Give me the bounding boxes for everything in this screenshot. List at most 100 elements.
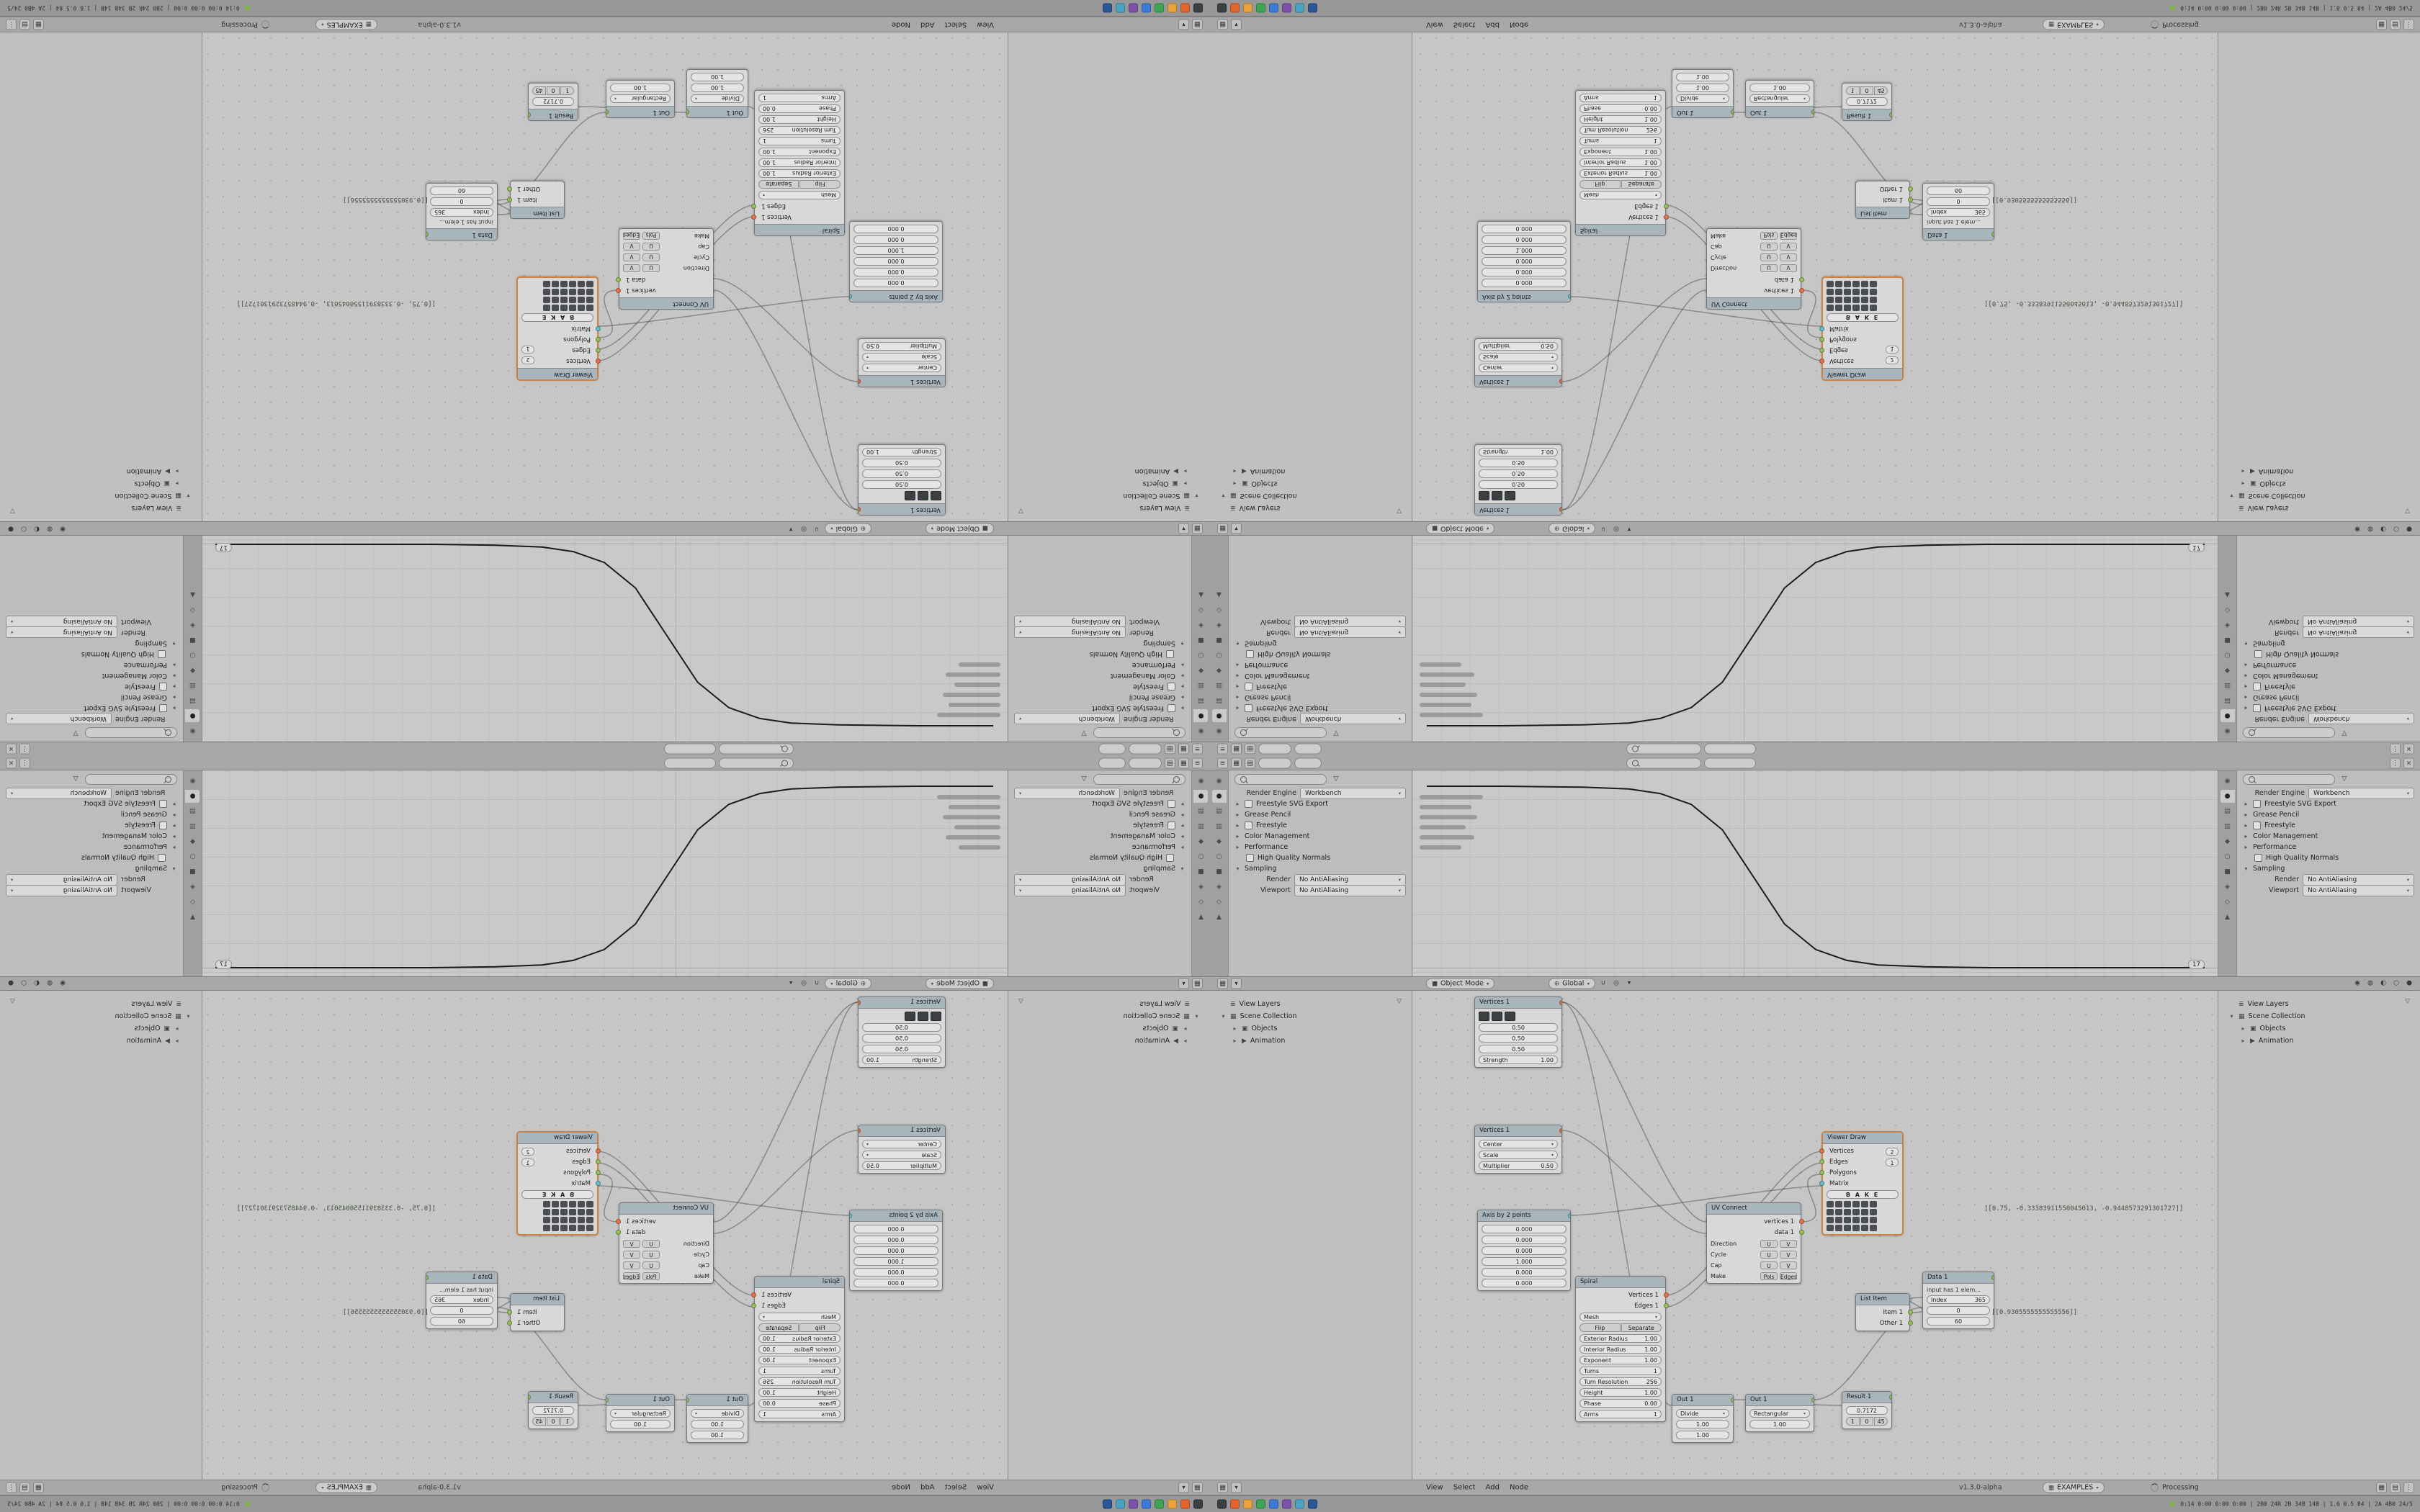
snap-menu-icon[interactable]: ▾: [789, 979, 793, 987]
socket-value[interactable]: 2: [521, 356, 534, 365]
value-field[interactable]: 0.7172: [1846, 97, 1888, 106]
output-socket[interactable]: [507, 1310, 512, 1315]
expand-arrow-icon[interactable]: ▸: [1233, 480, 1237, 487]
checkbox-freestyle-svg-export[interactable]: [159, 800, 167, 808]
display-toggle[interactable]: [1870, 1217, 1877, 1223]
display-toggle[interactable]: [586, 1201, 593, 1207]
value-field[interactable]: 0.000: [853, 225, 938, 233]
proportional-editing-icon[interactable]: ◎: [1613, 525, 1619, 533]
value-field[interactable]: 0.000: [1482, 1236, 1567, 1244]
section-label[interactable]: Performance: [123, 661, 167, 669]
display-toggle[interactable]: [1844, 1225, 1851, 1231]
node-title[interactable]: List Item: [1856, 207, 1909, 218]
expand-arrow-icon[interactable]: ▸: [1233, 1038, 1237, 1044]
app-browser-icon[interactable]: [1180, 3, 1190, 13]
section-label[interactable]: Performance: [1131, 843, 1175, 851]
properties-search-input[interactable]: [2243, 774, 2335, 785]
expand-arrow-icon[interactable]: ▸: [172, 833, 176, 840]
app-browser-icon[interactable]: [1230, 3, 1240, 13]
shading-solid-icon[interactable]: ●: [2406, 525, 2412, 533]
dropdown-divide[interactable]: Divide▾: [1676, 1409, 1729, 1418]
properties-tab-tool[interactable]: ◉: [2220, 775, 2235, 788]
value-field[interactable]: 0.000: [853, 257, 938, 266]
display-toggle[interactable]: [1827, 297, 1834, 303]
node-editor-icon[interactable]: ▦: [1217, 19, 1228, 30]
dropdown-mesh[interactable]: Mesh▾: [758, 1313, 841, 1321]
display-toggle[interactable]: [569, 1201, 576, 1207]
expand-arrow-icon[interactable]: ▾: [187, 1013, 190, 1020]
menu-node[interactable]: Node: [891, 1483, 911, 1492]
filter-icon[interactable]: ▽: [2405, 998, 2410, 1005]
checkbox-freestyle-svg-export[interactable]: [1168, 704, 1175, 712]
section-label[interactable]: Color Management: [1245, 672, 1310, 680]
display-toggle[interactable]: [1861, 281, 1868, 287]
menu-select[interactable]: Select: [944, 20, 967, 29]
section-label[interactable]: Performance: [1131, 661, 1175, 669]
toggle-edges[interactable]: Edges: [1780, 232, 1797, 240]
value-button[interactable]: 1: [1846, 1417, 1860, 1426]
button-separate[interactable]: Separate: [1621, 180, 1662, 189]
checkbox-freestyle[interactable]: [159, 683, 167, 690]
display-toggle[interactable]: [586, 1209, 593, 1215]
properties-tab-render[interactable]: ●: [185, 709, 200, 722]
section-label[interactable]: Freestyle: [1133, 822, 1164, 829]
orientation-selector[interactable]: ⊕ Global ▾: [825, 523, 871, 534]
properties-tab-output[interactable]: ▤: [186, 805, 200, 818]
value-field[interactable]: 0.50: [1479, 469, 1558, 478]
outliner-row-objects[interactable]: ▸▣Objects: [7, 477, 192, 490]
options-icon[interactable]: ⋮: [2390, 744, 2401, 755]
section-label[interactable]: Sampling: [135, 639, 167, 647]
output-socket[interactable]: [1991, 1275, 1994, 1280]
value-field[interactable]: 0.7172: [532, 1406, 574, 1415]
section-label[interactable]: Freestyle: [2264, 822, 2295, 829]
overlays-icon[interactable]: ◍: [2367, 979, 2373, 987]
section-label[interactable]: Grease Pencil: [1129, 811, 1175, 819]
properties-tab-object[interactable]: ■: [186, 634, 200, 647]
properties-tab-view-layer[interactable]: ▥: [1194, 820, 1209, 833]
section-label[interactable]: Sampling: [135, 865, 167, 873]
toolbar-pill[interactable]: [664, 757, 716, 768]
overlays-icon[interactable]: ◍: [2367, 525, 2373, 533]
mode-selector[interactable]: ■ Object Mode ▾: [1426, 978, 1495, 989]
layout-icon[interactable]: ▤: [1165, 757, 1175, 768]
display-toggle[interactable]: [578, 297, 585, 303]
output-socket[interactable]: [1811, 1398, 1814, 1403]
orientation-selector[interactable]: ⊕ Global ▾: [1549, 978, 1595, 989]
value-field[interactable]: 0.000: [853, 268, 938, 276]
gizmo-icon[interactable]: ◉: [2354, 525, 2360, 533]
expand-arrow-icon[interactable]: ▸: [2244, 811, 2248, 818]
panel-list-icon[interactable]: ▤: [2390, 19, 2401, 30]
value-field[interactable]: 0.000: [1482, 1268, 1567, 1277]
toggle-u[interactable]: U: [1760, 1250, 1778, 1259]
properties-tab-tool[interactable]: ◉: [186, 775, 200, 788]
display-toggle[interactable]: [1827, 1209, 1834, 1215]
search-input[interactable]: [719, 757, 794, 768]
xray-icon[interactable]: ◐: [2380, 979, 2386, 987]
options-icon[interactable]: ⋮: [2390, 757, 2401, 768]
chevron-down-icon[interactable]: ▾: [1231, 523, 1242, 534]
filter-icon[interactable]: ▽: [1333, 729, 1339, 737]
property-value-render-engine[interactable]: Workbench▾: [2308, 787, 2414, 799]
value-field[interactable]: 0.50: [862, 459, 941, 467]
value-field[interactable]: 0.000: [1482, 225, 1567, 233]
bake-button[interactable]: B A K E: [521, 313, 593, 322]
value-field[interactable]: 1.00: [691, 1431, 744, 1439]
button-separate[interactable]: Separate: [758, 180, 799, 189]
outliner-row-view-layers[interactable]: ≣View Layers: [1016, 502, 1200, 514]
display-toggle[interactable]: [1852, 281, 1860, 287]
panel-grid-icon[interactable]: ▦: [2376, 1482, 2387, 1493]
display-toggle[interactable]: [578, 289, 585, 295]
output-socket[interactable]: [1889, 112, 1891, 117]
expand-arrow-icon[interactable]: ▸: [172, 705, 176, 711]
node-title[interactable]: Result 1: [529, 109, 578, 120]
node-title[interactable]: List Item: [511, 1294, 564, 1305]
display-toggle[interactable]: [1835, 281, 1842, 287]
